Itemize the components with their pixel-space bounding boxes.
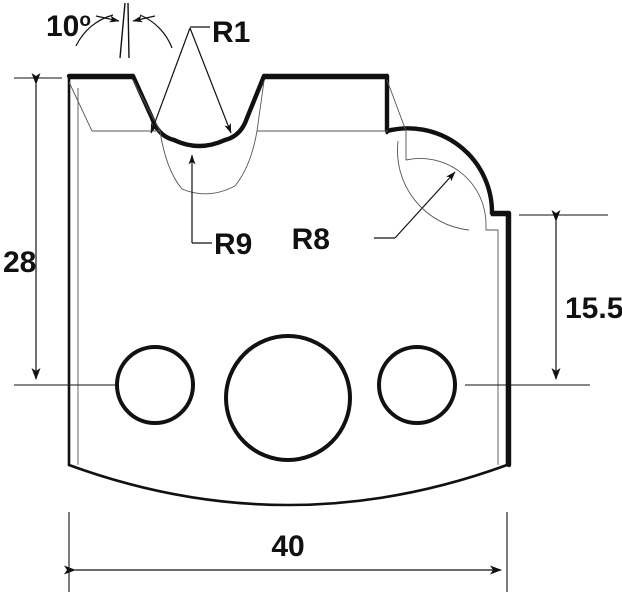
- angle-arrow-right: [132, 15, 156, 23]
- center-hole: [224, 334, 352, 462]
- leader-r1: [150, 26, 232, 134]
- r1-leader-left: [150, 27, 191, 134]
- angle-arc-right: [139, 14, 173, 49]
- degree-symbol: o: [79, 10, 91, 31]
- dimension-15-5-label: 15.5: [565, 292, 622, 325]
- label-r8: R8: [292, 223, 330, 256]
- angle-value: 10: [46, 10, 79, 43]
- label-r9: R9: [214, 228, 252, 261]
- dimension-28-label: 28: [3, 246, 36, 279]
- r8-leader-diagonal: [394, 171, 456, 239]
- dimension-15-5: [519, 210, 608, 380]
- dimension-40-label: 40: [271, 530, 304, 563]
- dimension-40: [64, 512, 508, 592]
- angle-label-10: 10o: [46, 10, 91, 43]
- right-hole: [377, 345, 457, 425]
- r1-leader-right: [189, 27, 232, 134]
- angle-wedge-left: [119, 2, 126, 59]
- angle-annotation-10deg: [75, 2, 173, 59]
- angle-wedge-right: [127, 2, 130, 59]
- leader-r8: [374, 140, 470, 239]
- dimension-28: [14, 73, 62, 380]
- angle-arrow-left: [95, 15, 120, 23]
- label-r1: R1: [212, 16, 250, 49]
- r8-sweep-arc: [397, 140, 470, 231]
- leader-r9: [188, 154, 212, 244]
- inner-construction-lines: [68, 79, 499, 465]
